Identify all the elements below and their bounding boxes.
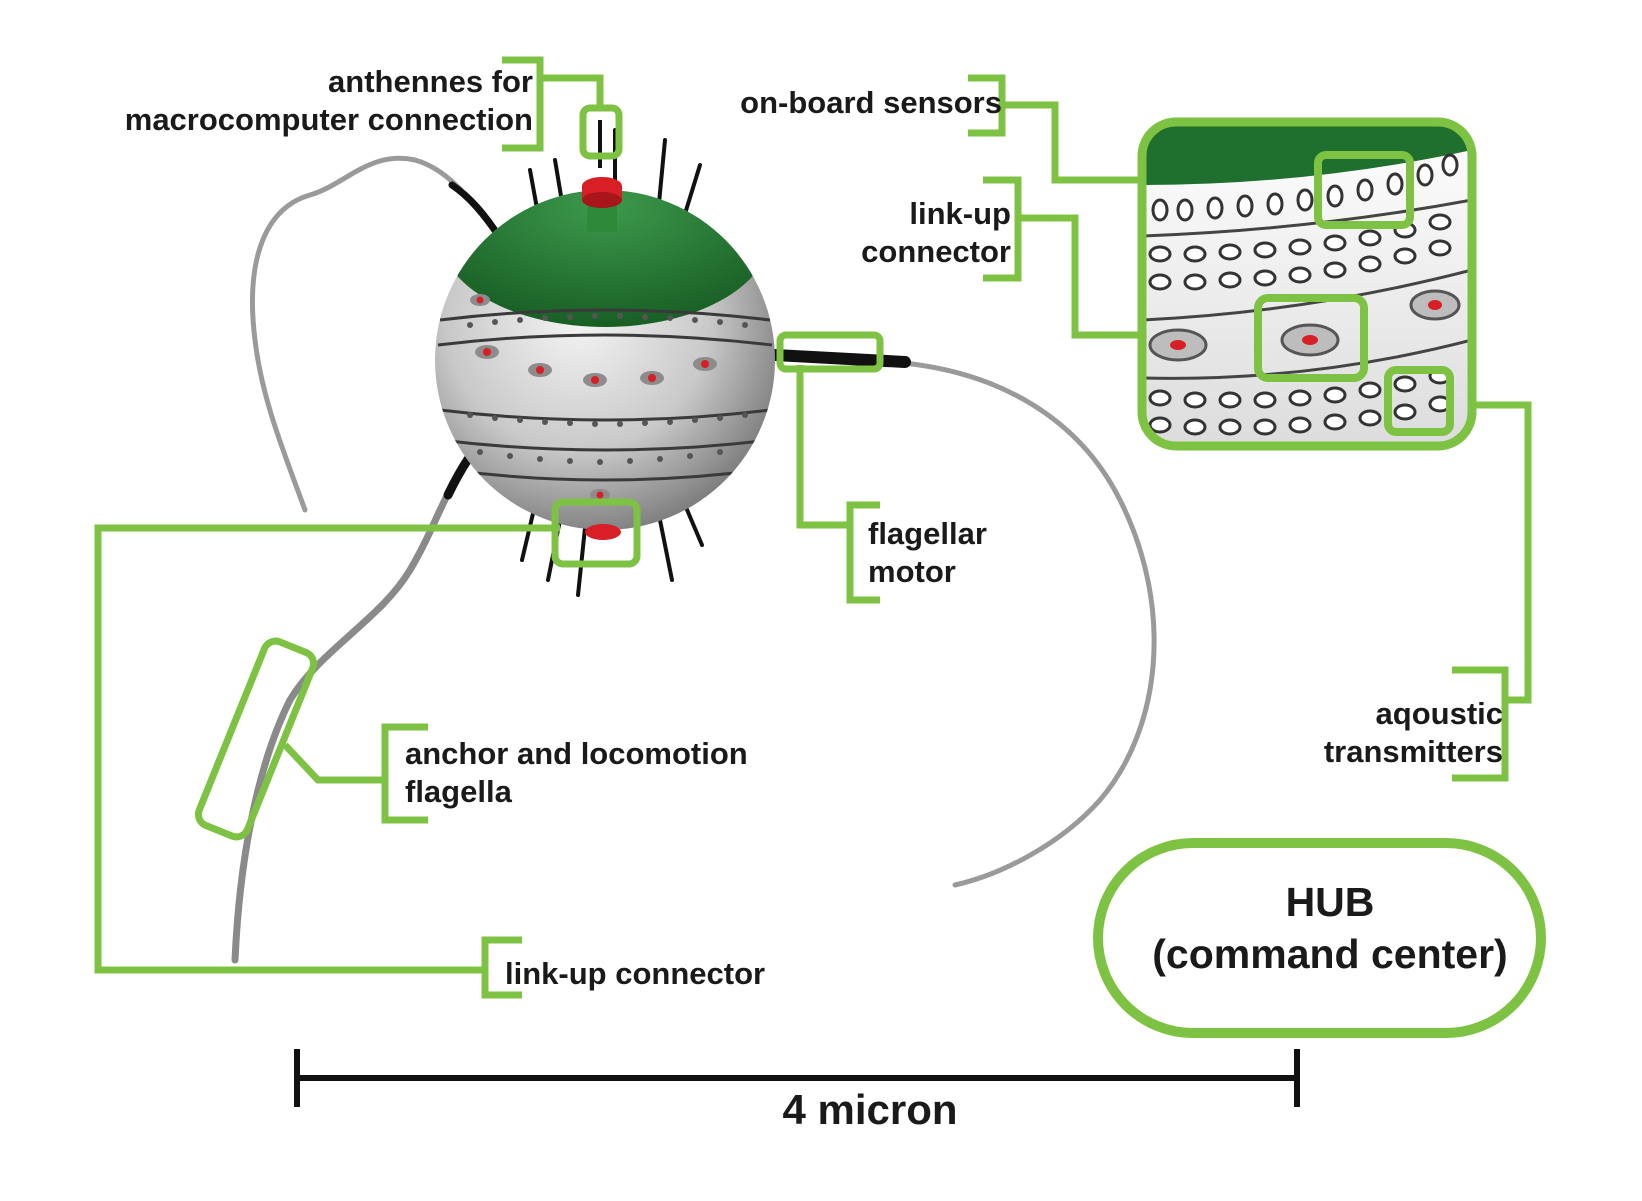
scale-bar [294,1049,1300,1107]
callout-flagellar [846,501,880,604]
right-flagellum [889,359,1157,888]
label-acoustic-transmitters: aqoustic transmitters [1323,696,1503,769]
label-linkup-connector-top: link-up connector [861,196,1011,269]
label-linkup-connector-bottom: link-up connector [505,956,766,991]
anchor-flagellum [231,421,499,964]
callout-anchor [381,723,428,824]
label-flagellar-motor: flagellar motor [868,516,987,589]
scale-bar-label: 4 micron [782,1086,958,1133]
label-anchor-flagella: anchor and locomotion flagella [405,736,748,809]
callout-antennas [502,56,544,152]
callout-acoustic [1452,666,1509,782]
callout-linkup-top [983,176,1022,282]
upper-left-tether [250,155,503,513]
inset-zoom-panel [1137,117,1477,451]
hub-outline [1093,838,1546,1038]
hub-label: HUB (command center) [1152,879,1508,977]
nanorobot-sphere [435,120,775,597]
label-onboard-sensors: on-board sensors [740,85,1002,120]
label-antennas: anthennes for macrocomputer connection [124,64,533,137]
